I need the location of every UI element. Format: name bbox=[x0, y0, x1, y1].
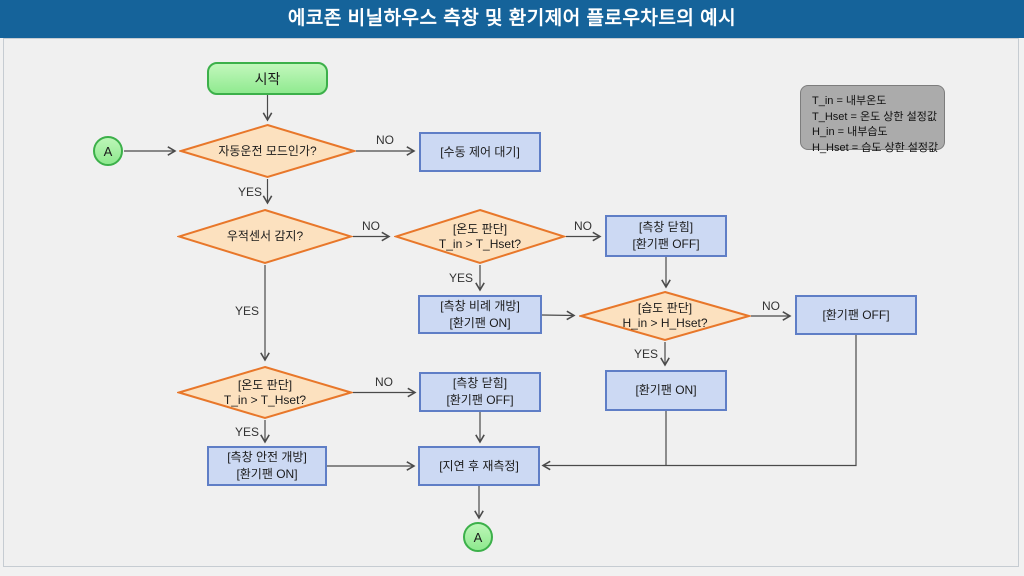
process-close-top-line2: [환기팬 OFF] bbox=[632, 237, 700, 251]
process-fan-on: [환기팬 ON] bbox=[605, 370, 727, 411]
decision-auto-mode-text: 자동운전 모드인가? bbox=[218, 143, 317, 158]
process-safe-open-line2: [환기팬 ON] bbox=[236, 467, 298, 481]
start-terminal: 시작 bbox=[207, 62, 328, 95]
process-prop-open-line1: [측창 비례 개방] bbox=[440, 298, 520, 313]
decision-temp-top-line2: T_in > T_Hset? bbox=[438, 236, 522, 251]
diamond-shape bbox=[394, 208, 566, 265]
legend-line-thset: T_Hset = 온도 상한 설정값 bbox=[812, 110, 937, 123]
process-fan-off-right: [환기팬 OFF] bbox=[795, 295, 917, 335]
edge-label-temptop-no: NO bbox=[574, 219, 592, 233]
process-proportional-open: [측창 비례 개방] [환기팬 ON] bbox=[418, 295, 542, 334]
process-fan-on-text: [환기팬 ON] bbox=[635, 383, 697, 397]
decision-auto-mode: 자동운전 모드인가? bbox=[179, 123, 356, 179]
edge-label-auto-yes: YES bbox=[237, 185, 262, 199]
process-safe-open-line1: [측창 안전 개방] bbox=[227, 450, 307, 464]
diamond-shape bbox=[579, 290, 751, 342]
edge-label-temptop-yes: YES bbox=[448, 271, 473, 285]
decision-humidity: [습도 판단] H_in > H_Hset? bbox=[579, 290, 751, 342]
decision-temp-bottom: [온도 판단] T_in > T_Hset? bbox=[177, 365, 353, 420]
decision-rain-sensor: 우적센서 감지? bbox=[177, 208, 353, 265]
decision-temp-bottom-line2: T_in > T_Hset? bbox=[223, 392, 307, 407]
decision-temp-top-line1: [온도 판단] bbox=[452, 221, 508, 236]
edge-label-tempbottom-yes: YES bbox=[234, 425, 259, 439]
process-close-bottom-line2: [환기팬 OFF] bbox=[446, 393, 514, 407]
legend-box: T_in = 내부온도 T_Hset = 온도 상한 설정값 H_in = 내부… bbox=[800, 85, 945, 154]
decision-temp-top: [온도 판단] T_in > T_Hset? bbox=[394, 208, 566, 265]
edge-label-tempbottom-no: NO bbox=[375, 375, 393, 389]
edge-label-humidity-no: NO bbox=[762, 299, 780, 313]
process-close-top-line1: [측창 닫힘] bbox=[638, 220, 694, 234]
decision-rain-sensor-text: 우적센서 감지? bbox=[226, 229, 304, 243]
process-manual-wait-text: [수동 제어 대기] bbox=[440, 144, 520, 159]
decision-humidity-line1: [습도 판단] bbox=[637, 301, 693, 315]
legend-line-tin: T_in = 내부온도 bbox=[812, 95, 887, 107]
process-close-bottom-line1: [측창 닫힘] bbox=[452, 376, 508, 390]
edge-label-rain-yes: YES bbox=[234, 304, 259, 318]
process-safe-open: [측창 안전 개방] [환기팬 ON] bbox=[207, 446, 327, 486]
process-close-fan-off-top: [측창 닫힘] [환기팬 OFF] bbox=[605, 215, 727, 257]
process-close-fan-off-bottom: [측창 닫힘] [환기팬 OFF] bbox=[419, 372, 541, 412]
decision-humidity-line2: H_in > H_Hset? bbox=[622, 316, 708, 330]
title-bar: 에코존 비닐하우스 측창 및 환기제어 플로우차트의 예시 bbox=[0, 0, 1024, 38]
process-manual-wait: [수동 제어 대기] bbox=[419, 132, 541, 172]
process-delay-text: [지연 후 재측정] bbox=[439, 458, 519, 473]
connector-a-left: A bbox=[93, 136, 123, 166]
edge-label-rain-no: NO bbox=[362, 219, 380, 233]
process-prop-open-line2: [환기팬 ON] bbox=[449, 315, 511, 330]
edge-label-auto-no: NO bbox=[376, 133, 394, 147]
edge-label-humidity-yes: YES bbox=[633, 347, 658, 361]
connector-a-left-label: A bbox=[103, 143, 113, 159]
page-title: 에코존 비닐하우스 측창 및 환기제어 플로우차트의 예시 bbox=[287, 8, 737, 29]
diamond-shape bbox=[179, 123, 356, 179]
legend-line-hin: H_in = 내부습도 bbox=[812, 126, 888, 138]
connector-a-bottom-label: A bbox=[473, 529, 483, 545]
process-fan-off-right-text: [환기팬 OFF] bbox=[822, 307, 890, 322]
start-label: 시작 bbox=[254, 70, 281, 87]
process-delay-remeasure: [지연 후 재측정] bbox=[418, 446, 540, 486]
diamond-shape bbox=[177, 208, 353, 265]
decision-temp-bottom-line1: [온도 판단] bbox=[237, 377, 293, 392]
legend-line-hhset: H_Hset = 습도 상한 설정값 bbox=[812, 141, 939, 154]
diamond-shape bbox=[177, 365, 353, 420]
connector-a-bottom: A bbox=[463, 522, 493, 552]
